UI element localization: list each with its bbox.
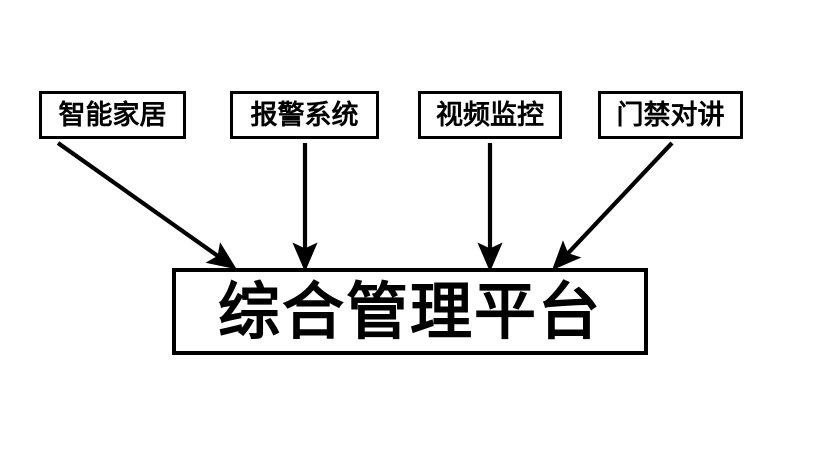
node-label-video-surveillance: 视频监控 (436, 99, 544, 131)
node-integrated-management-platform[interactable]: 综合管理平台 (172, 268, 648, 355)
node-access-intercom[interactable]: 门禁对讲 (598, 91, 743, 139)
node-label-access-intercom: 门禁对讲 (616, 99, 725, 131)
node-alarm-system[interactable]: 报警系统 (230, 91, 379, 139)
arrow-access-intercom-to-platform (551, 141, 674, 271)
arrow-smart-home-to-platform (56, 141, 237, 270)
node-video-surveillance[interactable]: 视频监控 (418, 91, 562, 139)
node-label-alarm-system: 报警系统 (250, 99, 359, 131)
node-smart-home[interactable]: 智能家居 (39, 91, 186, 139)
node-label-integrated-management-platform: 综合管理平台 (217, 274, 602, 348)
node-label-smart-home: 智能家居 (58, 99, 167, 131)
